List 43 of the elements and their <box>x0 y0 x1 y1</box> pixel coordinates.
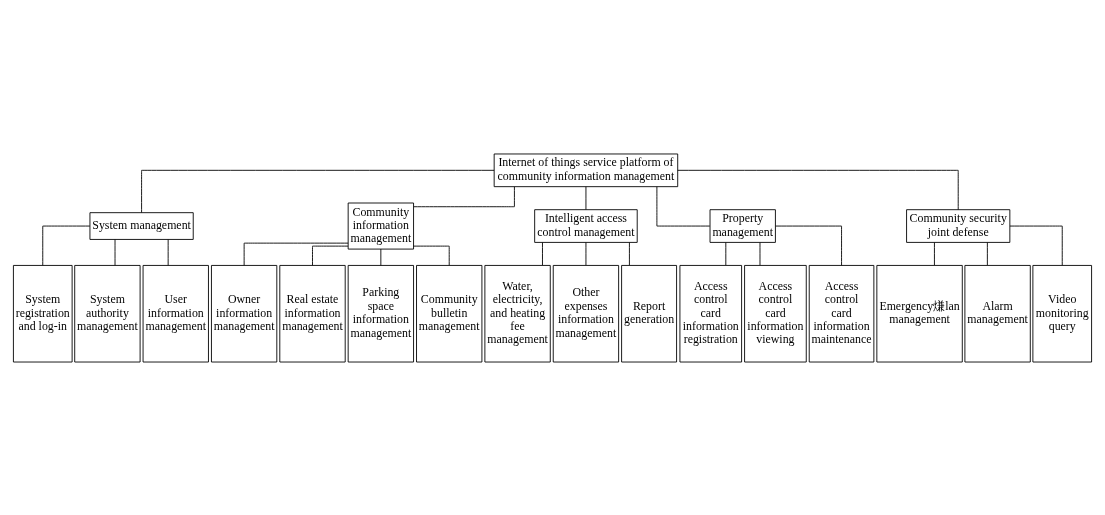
node-box: Access control card information maintenance <box>808 264 875 362</box>
node-box: Property management <box>709 208 776 243</box>
node-box: User information management <box>142 264 209 362</box>
node-box: Alarm management <box>964 264 1031 362</box>
connector <box>585 185 587 210</box>
node-box: Water, electricity, and heating fee management <box>484 264 551 362</box>
connector <box>413 245 450 266</box>
node-box: Video monitoring query <box>1032 264 1093 362</box>
connector <box>986 241 988 266</box>
node-box: Access control card information viewing <box>744 264 807 362</box>
node-box: Owner information management <box>211 264 278 362</box>
connector <box>656 185 711 226</box>
node-box: Real estate information management <box>279 264 346 362</box>
connector <box>542 241 543 266</box>
node-box: Intelligent access control management <box>534 208 638 243</box>
node-box: Community security joint defense <box>906 208 1011 243</box>
connector <box>312 245 349 266</box>
node-box: Access control card information registration <box>679 264 743 362</box>
node-box: Other expenses information management <box>552 264 620 362</box>
connector <box>114 238 116 266</box>
connector <box>1009 225 1063 266</box>
node-box: Community information management <box>347 202 414 250</box>
node-box: Parking space information management <box>347 264 414 362</box>
connector <box>167 238 169 266</box>
connector <box>775 225 842 266</box>
connector <box>934 241 935 266</box>
connector <box>725 241 727 266</box>
connector <box>42 225 91 266</box>
connector <box>628 241 630 266</box>
connector <box>585 241 587 266</box>
node-box: Emergency熑lan management <box>876 264 963 362</box>
node-box: Report generation <box>621 264 678 362</box>
connector <box>413 185 515 207</box>
node-box: System management <box>89 211 194 240</box>
connector <box>380 248 382 266</box>
connector <box>759 241 761 266</box>
connector <box>243 242 349 266</box>
node-box: Internet of things service platform of community information management <box>493 153 679 187</box>
connector <box>677 169 959 210</box>
node-box: Community bulletin management <box>416 264 483 362</box>
connector <box>141 169 495 213</box>
node-box: System authority management <box>74 264 141 362</box>
node-box: System registration and log-in <box>12 264 73 362</box>
